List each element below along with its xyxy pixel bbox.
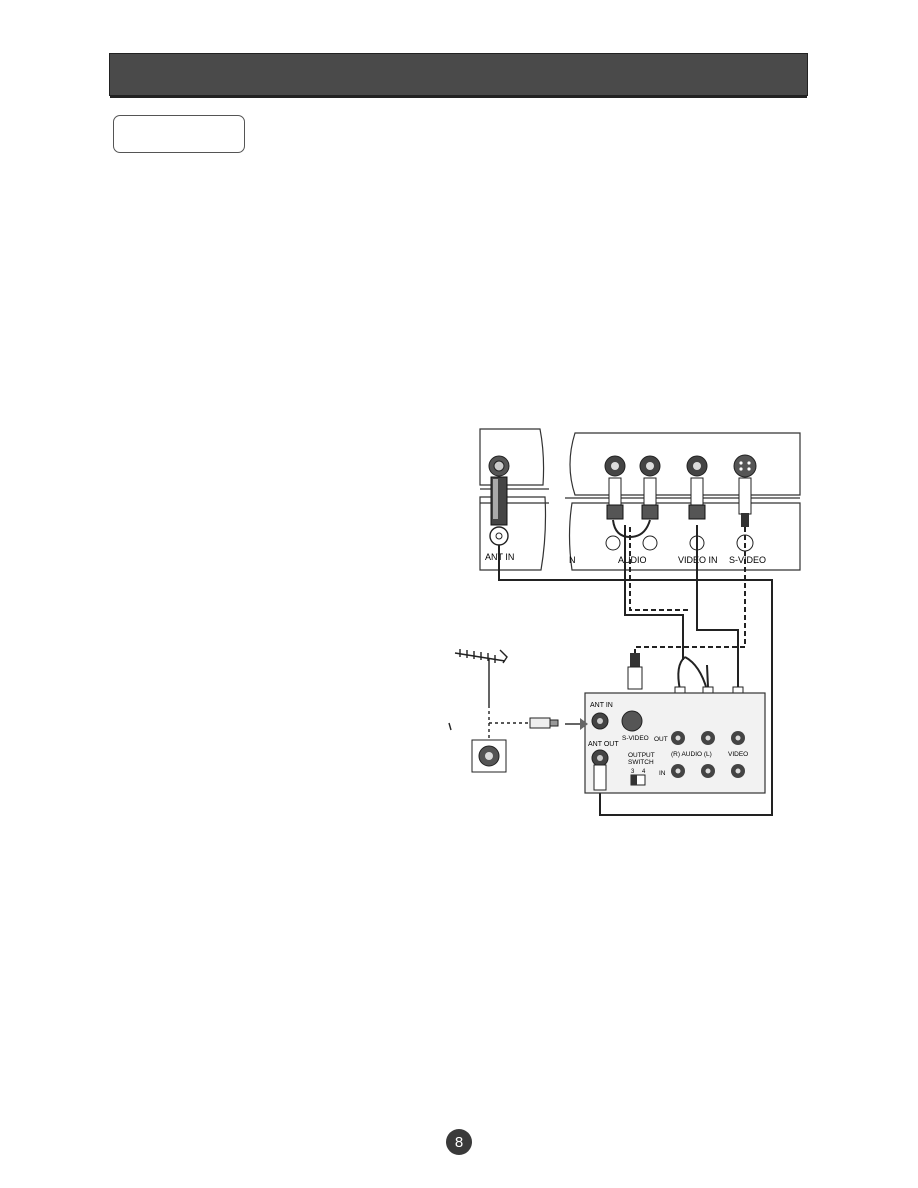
connection-diagram: ANT IN bbox=[445, 425, 805, 825]
cables bbox=[498, 525, 773, 816]
tv-partial-label: N bbox=[569, 555, 576, 565]
wall-socket-icon bbox=[471, 739, 507, 773]
section-tab bbox=[113, 115, 245, 153]
vcr-out-label: OUT bbox=[654, 736, 668, 743]
page-number-badge: 8 bbox=[446, 1129, 472, 1155]
connection-diagram-svg: ANT IN bbox=[448, 428, 801, 816]
vcr-output-switch-label-1: OUTPUT bbox=[628, 752, 655, 759]
vcr-switch-4-label: 4 bbox=[642, 769, 646, 775]
vcr-ant-in-label: ANT IN bbox=[590, 702, 613, 709]
header-bar bbox=[109, 53, 808, 98]
tv-audio-label: AUDIO bbox=[618, 555, 647, 565]
vcr-panel bbox=[584, 692, 766, 794]
vcr-ant-out-label: ANT OUT bbox=[588, 741, 619, 748]
vcr-switch-3-label: 3 bbox=[631, 769, 635, 775]
antenna-icon bbox=[448, 649, 508, 740]
page-number: 8 bbox=[454, 1133, 464, 1151]
tv-av-panel bbox=[565, 432, 801, 571]
tv-s-video-label: S-VIDEO bbox=[729, 555, 766, 565]
tv-antenna-panel bbox=[479, 428, 549, 571]
vcr-video-label: VIDEO bbox=[728, 751, 748, 758]
vcr-in-label: IN bbox=[659, 770, 666, 777]
vcr-output-switch-label-2: SWITCH bbox=[628, 759, 654, 766]
vcr-audio-label: (R) AUDIO (L) bbox=[671, 751, 712, 758]
vcr-s-video-label: S-VIDEO bbox=[622, 735, 649, 742]
coax-plug-icon bbox=[489, 717, 588, 730]
